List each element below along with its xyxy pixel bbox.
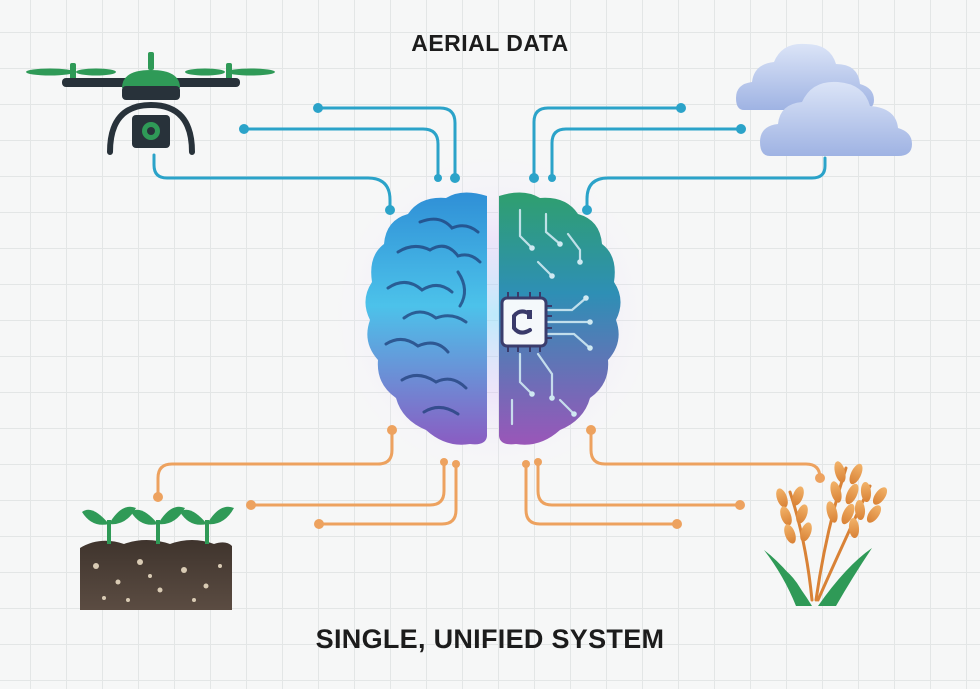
connector-cloud-2: [550, 127, 743, 180]
unified-system-label: SINGLE, UNIFIED SYSTEM: [315, 624, 665, 654]
connector-drone-2: [242, 127, 440, 180]
brain-chip-icon: [365, 192, 621, 445]
soil-seedlings-icon: [80, 506, 234, 610]
connector-wheat-1: [589, 428, 822, 480]
connector-cloud-3: [585, 156, 827, 212]
connector-soil-2: [249, 460, 446, 507]
aerial-data-label: AERIAL DATA: [411, 30, 569, 56]
connector-wheat-2: [536, 460, 742, 507]
wheat-icon: [764, 461, 888, 606]
bottom-connector-lines: [156, 428, 822, 526]
connector-drone-1: [316, 106, 457, 180]
connector-soil-1: [156, 428, 394, 499]
drone-icon: [26, 52, 275, 155]
connector-soil-3: [317, 462, 458, 526]
top-connector-dots: [239, 103, 746, 215]
connector-cloud-1: [532, 106, 683, 180]
top-connector-lines: [152, 106, 827, 212]
connector-wheat-3: [524, 462, 679, 526]
clouds-icon: [736, 43, 912, 156]
bottom-connector-dots: [153, 425, 825, 529]
connector-drone-3: [152, 153, 392, 212]
